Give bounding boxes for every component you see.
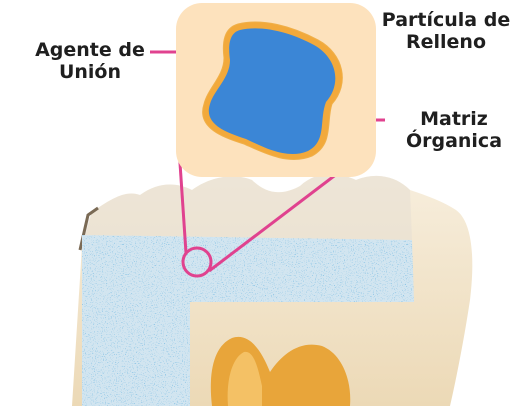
label-matriz-line2: Órganica bbox=[384, 130, 524, 152]
label-particula-line1: Partícula de bbox=[366, 9, 526, 31]
tooth-occlusal-shade bbox=[82, 174, 412, 240]
label-matriz-organica: Matriz Órganica bbox=[384, 108, 524, 152]
label-particula-line2: Relleno bbox=[366, 31, 526, 53]
label-agente-line2: Unión bbox=[4, 61, 176, 83]
label-matriz-line1: Matriz bbox=[384, 108, 524, 130]
label-agente-de-union: Agente de Unión bbox=[4, 39, 176, 83]
label-agente-line1: Agente de bbox=[4, 39, 176, 61]
label-particula-de-relleno: Partícula de Relleno bbox=[366, 9, 526, 53]
